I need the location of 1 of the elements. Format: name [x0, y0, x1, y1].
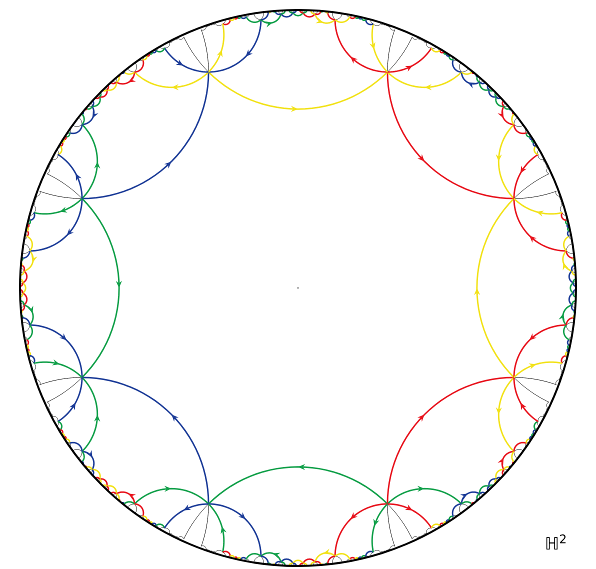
- plane-label: ℍ$^{2}$: [546, 534, 566, 550]
